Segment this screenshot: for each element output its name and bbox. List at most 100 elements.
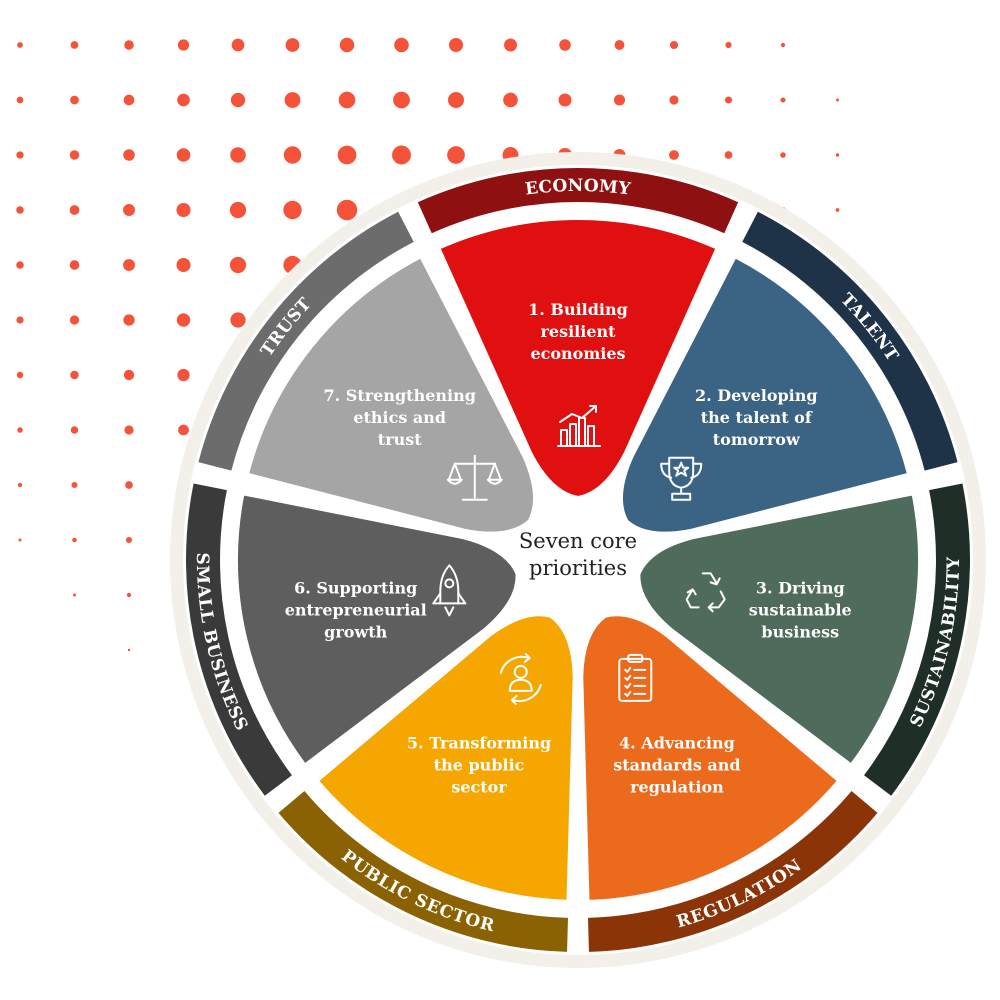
- decorative-dot: [392, 145, 411, 165]
- decorative-dot: [780, 152, 786, 158]
- decorative-dot: [17, 482, 23, 488]
- decorative-dot: [123, 369, 135, 381]
- priority-label-4-line-2: standards and: [613, 755, 740, 774]
- priority-label-7-line-2: ethics and: [353, 408, 446, 427]
- band-sustainability: [864, 483, 971, 796]
- decorative-dot: [70, 95, 79, 105]
- decorative-dot: [123, 94, 135, 106]
- decorative-dot: [127, 648, 131, 652]
- decorative-dot: [177, 368, 190, 382]
- decorative-dot: [284, 92, 301, 108]
- decorative-dot: [449, 38, 463, 52]
- decorative-dot: [126, 592, 132, 598]
- decorative-dot: [123, 314, 135, 326]
- band-regulation: [588, 790, 878, 952]
- decorative-dot: [613, 94, 626, 106]
- priority-label-1-line-3: economies: [530, 344, 625, 363]
- priority-label-5-line-2: the public: [434, 755, 525, 774]
- decorative-dot: [176, 313, 191, 327]
- decorative-dot: [124, 425, 134, 435]
- decorative-dot: [283, 200, 302, 220]
- priority-label-1-line-1: 1. Building: [528, 300, 628, 319]
- decorative-dot: [394, 37, 409, 53]
- clipboard-checklist-icon: [618, 653, 653, 702]
- center-hub: Seven core priorities: [519, 504, 637, 616]
- decorative-dot: [177, 39, 190, 51]
- band-economy: [417, 168, 739, 234]
- decorative-dot: [285, 38, 300, 52]
- decorative-dot: [123, 259, 135, 271]
- decorative-dot: [283, 146, 302, 164]
- decorative-dot: [230, 92, 246, 108]
- priority-label-7-line-3: trust: [378, 430, 422, 449]
- decorative-dot: [70, 41, 79, 49]
- priority-label-4-line-3: regulation: [630, 777, 724, 796]
- scales-icon: [446, 454, 503, 501]
- decorative-dot: [724, 151, 733, 159]
- decorative-dot: [669, 95, 679, 105]
- band-public-sector: [278, 790, 568, 952]
- decorative-dot: [724, 96, 733, 104]
- decorative-dot: [70, 370, 79, 380]
- decorative-dot: [669, 40, 679, 50]
- priority-label-4-line-1: 4. Advancing: [619, 733, 735, 752]
- decorative-dot: [16, 316, 24, 324]
- decorative-dot: [669, 150, 679, 160]
- priority-petal-1: [435, 216, 721, 501]
- decorative-dot: [16, 371, 24, 379]
- priority-petal-3: [636, 490, 922, 769]
- rocket-icon: [432, 564, 467, 617]
- decorative-dot: [123, 149, 135, 161]
- decorative-dot: [69, 205, 80, 215]
- bar-chart-growth-icon: [557, 405, 601, 447]
- priority-label-3-line-2: sustainable: [749, 601, 852, 620]
- center-label-line-1: Seven core: [519, 529, 637, 553]
- decorative-dot: [178, 424, 189, 436]
- decorative-dot: [448, 92, 464, 108]
- decorative-dot: [125, 481, 133, 489]
- decorative-dot: [231, 38, 245, 52]
- priority-label-5-line-1: 5. Transforming: [407, 733, 551, 752]
- band-small-business: [185, 483, 292, 796]
- decorative-dot: [780, 97, 786, 103]
- decorative-dot: [177, 93, 190, 107]
- decorative-dot: [447, 146, 465, 164]
- decorative-dot: [504, 38, 517, 52]
- priority-label-2-line-1: 2. Developing: [695, 386, 818, 405]
- category-bands: [185, 168, 971, 952]
- priority-label-1-line-2: resilient: [540, 322, 616, 341]
- priority-label-6-line-1: 6. Supporting: [294, 579, 417, 598]
- decorative-dot: [69, 150, 80, 160]
- decorative-dot: [393, 91, 410, 109]
- decorative-dot: [16, 151, 24, 159]
- decorative-dot: [17, 427, 23, 433]
- priority-label-2-line-3: tomorrow: [713, 430, 801, 449]
- priority-label-6-line-2: entrepreneurial: [285, 601, 427, 620]
- decorative-dot: [230, 312, 246, 328]
- priority-label-6-line-3: growth: [324, 623, 387, 642]
- decorative-dot: [230, 147, 246, 163]
- decorative-dot: [339, 37, 355, 53]
- decorative-dot: [124, 40, 134, 50]
- priority-label-5-line-3: sector: [451, 777, 507, 796]
- decorative-dot: [69, 260, 80, 270]
- decorative-dot: [17, 42, 23, 48]
- decorative-dot: [835, 208, 840, 212]
- decorative-dot: [558, 93, 572, 107]
- decorative-dot: [503, 92, 518, 108]
- decorative-dot: [125, 536, 133, 544]
- trophy-icon: [660, 456, 703, 501]
- band-talent: [742, 211, 958, 471]
- center-circle: [522, 504, 634, 616]
- decorative-dot: [559, 39, 571, 51]
- decorative-dot: [16, 96, 24, 104]
- band-trust: [198, 211, 414, 471]
- decorative-dot: [123, 204, 135, 216]
- decorative-dot: [71, 481, 78, 489]
- decorative-dot: [69, 315, 80, 325]
- decorative-dot: [614, 40, 625, 50]
- decorative-dot: [72, 537, 77, 543]
- decorative-dot: [836, 98, 839, 102]
